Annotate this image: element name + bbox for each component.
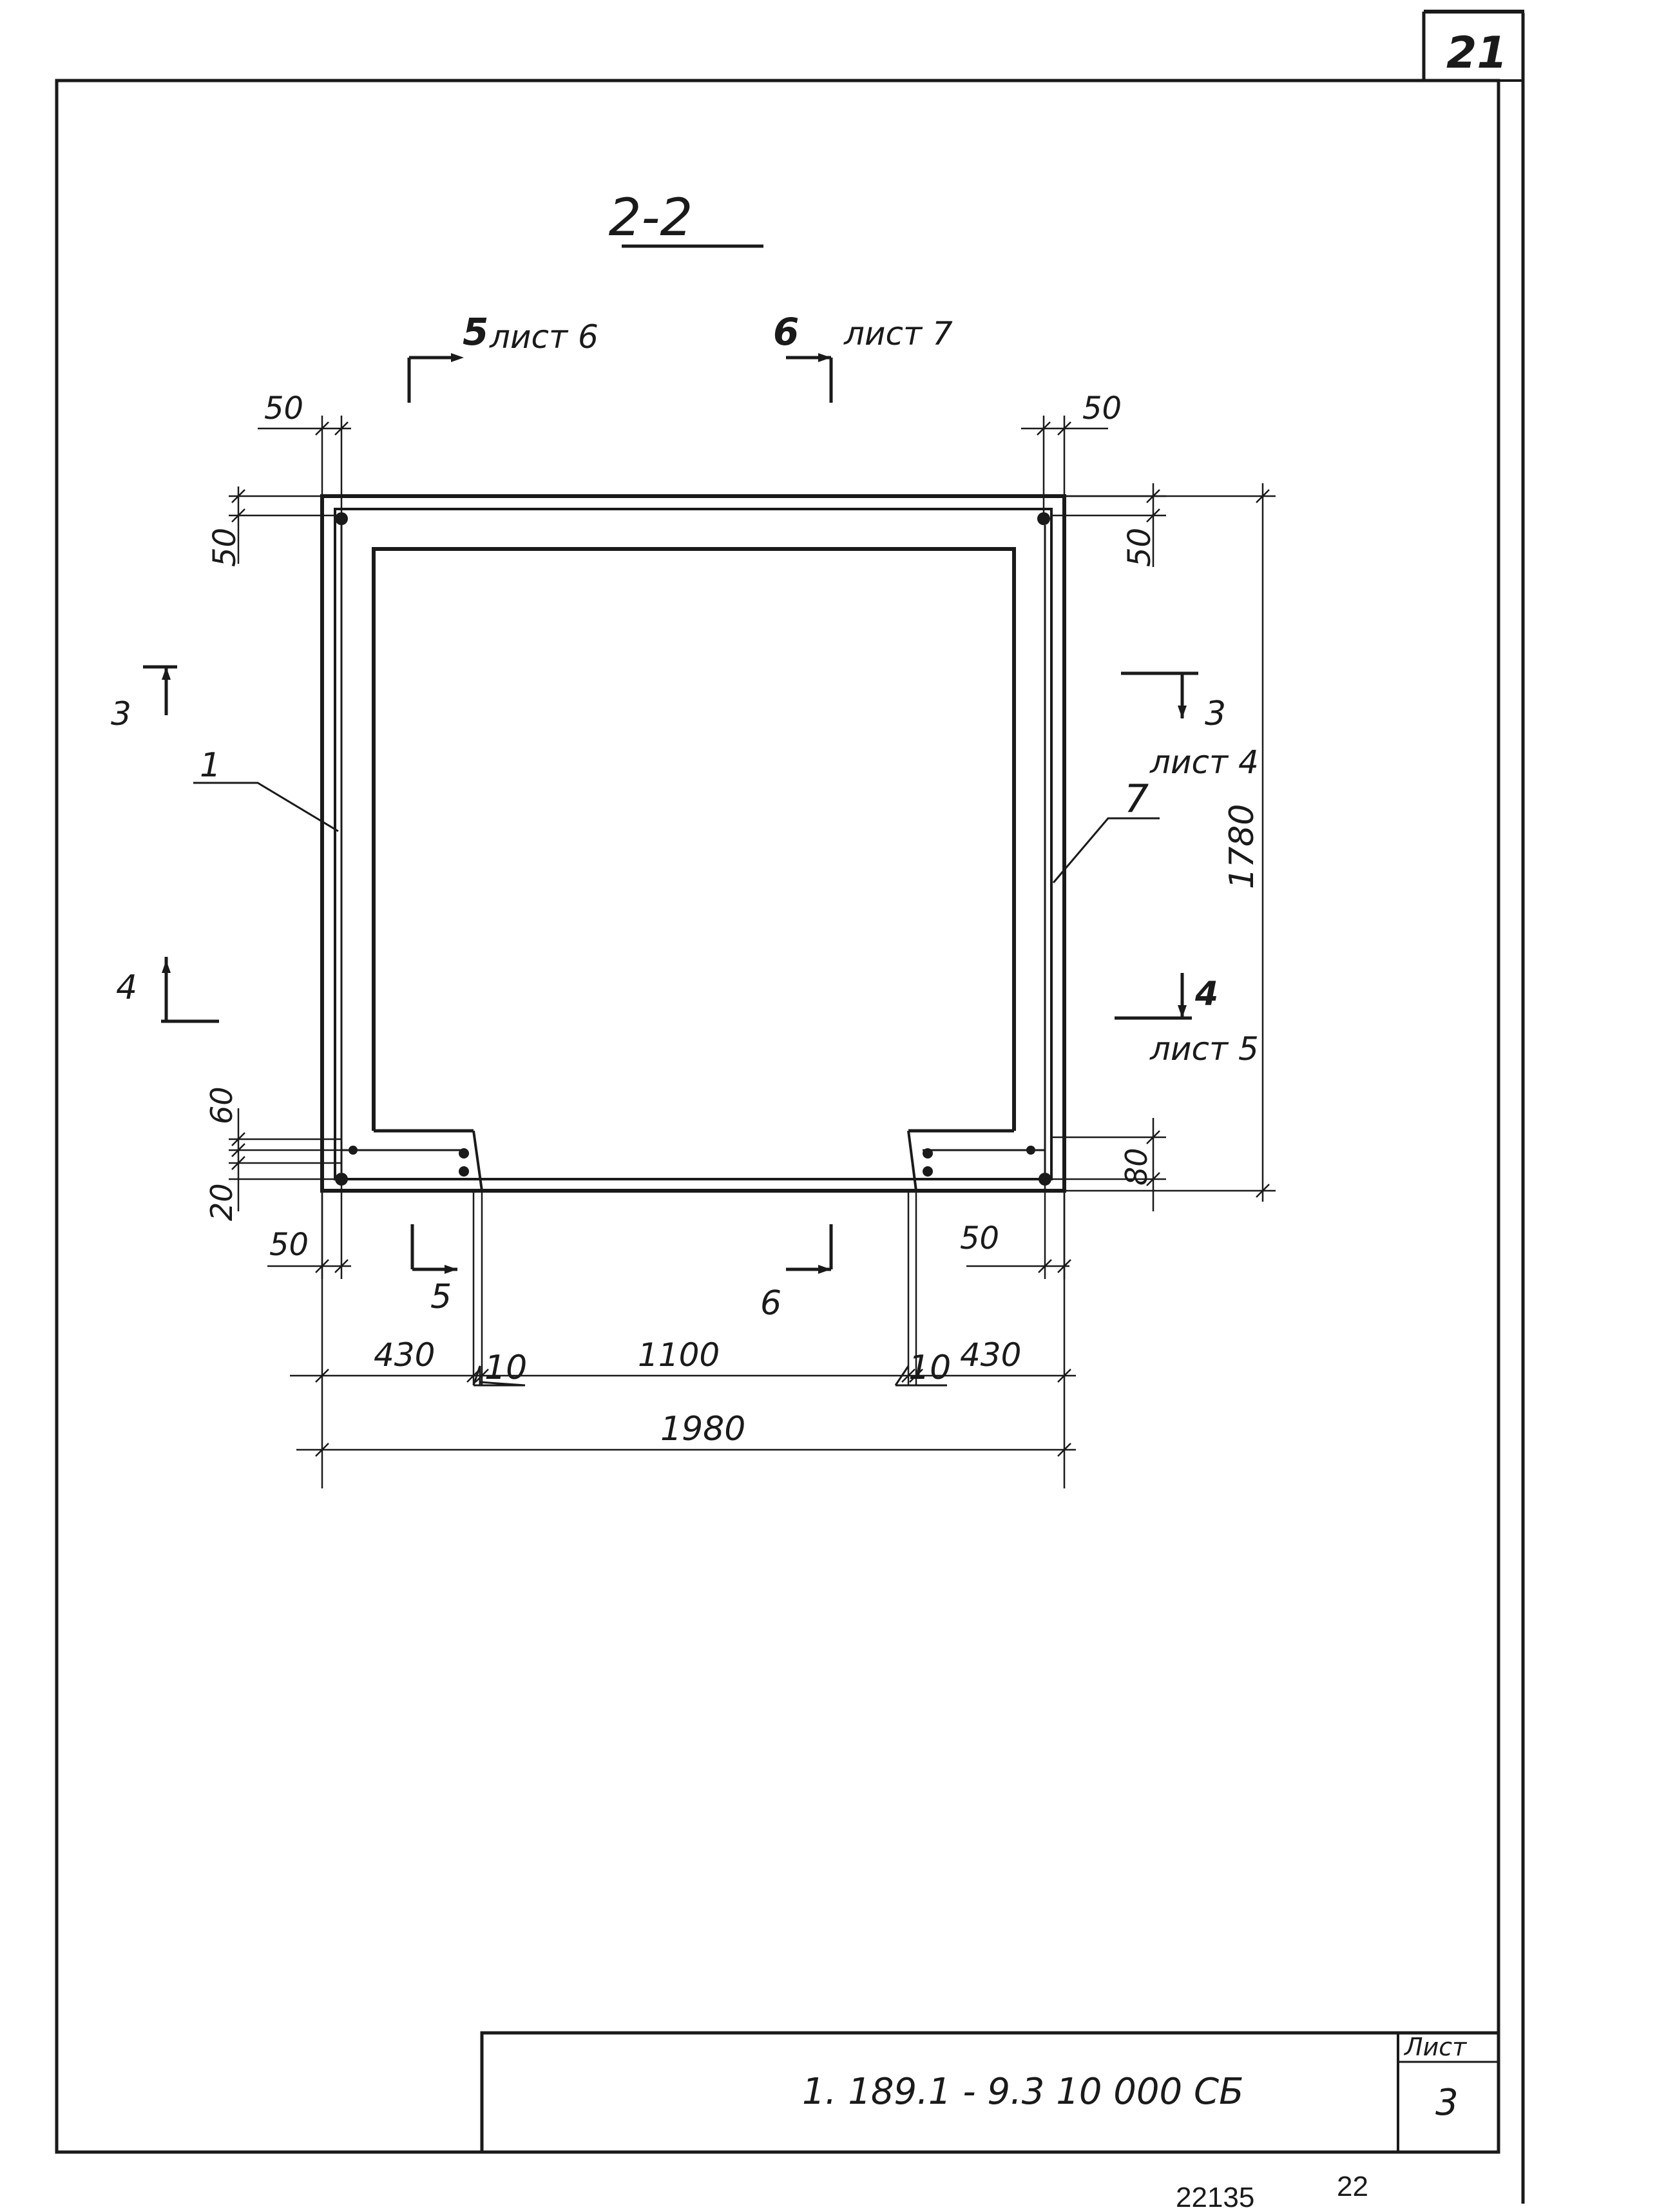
section-title: 2-2	[609, 188, 693, 247]
svg-text:3: 3	[1205, 695, 1226, 733]
svg-text:лист 7: лист 7	[843, 315, 953, 352]
dim-430-left: 430	[374, 1336, 435, 1374]
dim-height-1780: 1780	[1223, 804, 1261, 889]
dim-top-right-50: 50	[1082, 390, 1122, 427]
dim-left-20: 20	[204, 1183, 239, 1221]
svg-text:5: 5	[463, 310, 488, 354]
dim-left-top-50: 50	[207, 528, 243, 567]
dim-left-60: 60	[204, 1086, 239, 1124]
title-block	[480, 2031, 1500, 2154]
section-mark-4-left: 4	[116, 957, 219, 1023]
svg-text:10: 10	[484, 1349, 527, 1387]
leader-10-right: 10	[894, 1349, 951, 1387]
svg-text:6: 6	[773, 310, 799, 354]
section-mark-6-bottom: 6	[760, 1224, 833, 1323]
dim-bottom-right-50: 50	[960, 1220, 999, 1256]
drawing-designation: 1. 189.1 - 9.3 10 000 СБ	[802, 2071, 1243, 2113]
svg-text:7: 7	[1124, 776, 1149, 822]
leader-7: 7	[1052, 776, 1160, 883]
dim-top-left-50: 50	[264, 390, 303, 427]
sheet-corner-number: 21	[1446, 28, 1508, 79]
svg-text:5: 5	[430, 1278, 452, 1316]
section-body	[320, 494, 1066, 1193]
dim-1980: 1980	[660, 1410, 745, 1448]
svg-text:1: 1	[200, 746, 221, 785]
svg-text:3: 3	[111, 695, 131, 733]
svg-text:лист 6: лист 6	[489, 318, 599, 356]
sheet-label: Лист	[1403, 2033, 1468, 2061]
section-mark-6-top: 6 лист 7	[773, 310, 953, 403]
leader-1: 1	[193, 746, 339, 832]
section-mark-3-right: 3 лист 4	[1121, 671, 1259, 781]
dimension-lines	[229, 416, 1276, 1488]
sheet-number: 3	[1435, 2082, 1459, 2124]
dim-bottom-left-50: 50	[269, 1227, 309, 1263]
section-mark-5-bottom: 5	[410, 1224, 457, 1316]
leader-10-left: 10	[472, 1349, 527, 1387]
section-mark-3-left: 3	[111, 665, 177, 733]
svg-text:10: 10	[908, 1349, 951, 1387]
dim-right-top-50: 50	[1122, 528, 1158, 567]
svg-text:лист 5: лист 5	[1149, 1030, 1259, 1068]
dim-430-right: 430	[960, 1336, 1021, 1374]
section-mark-5-top: 5 лист 6	[407, 310, 599, 403]
dim-1100: 1100	[638, 1336, 720, 1374]
dim-right-80: 80	[1119, 1148, 1154, 1186]
footer-code: 22135	[1176, 2182, 1254, 2212]
svg-text:4: 4	[1194, 975, 1218, 1014]
section-mark-4-right: 4 лист 5	[1115, 973, 1259, 1068]
svg-text:лист 4: лист 4	[1149, 744, 1259, 781]
svg-text:6: 6	[760, 1284, 781, 1323]
footer-page: 22	[1337, 2171, 1368, 2202]
svg-text:4: 4	[116, 968, 137, 1007]
